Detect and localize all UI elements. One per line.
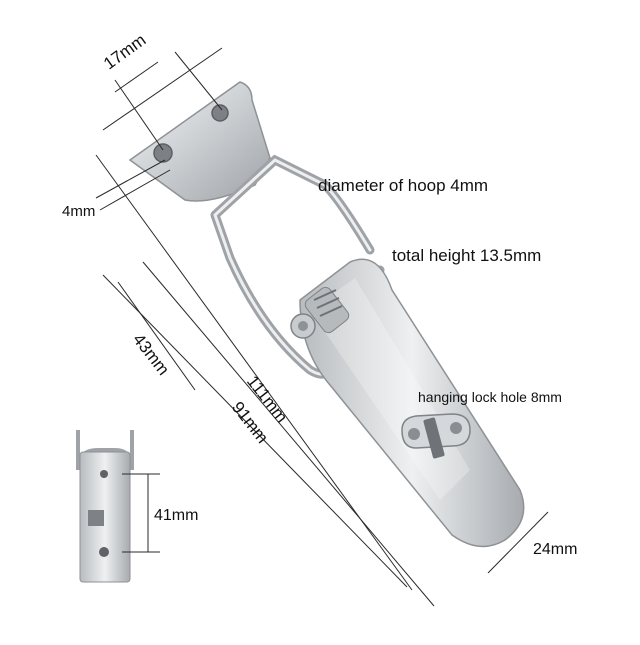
- dimension-label-hole-diameter: 4mm: [62, 203, 96, 220]
- mount-hole: [153, 143, 173, 163]
- mount-hole: [211, 104, 229, 122]
- padlock-tab: [401, 413, 471, 459]
- catch-plate: [128, 81, 271, 202]
- dimension-label-width: 24mm: [533, 541, 578, 558]
- dimension-lines: [95, 47, 549, 607]
- annotation-total-height: total height 13.5mm: [392, 246, 542, 265]
- annotation-lock-hole: hanging lock hole 8mm: [418, 389, 562, 405]
- thumbnail-inset: [76, 430, 160, 583]
- dimension-label-thumbnail: 41mm: [154, 507, 199, 524]
- annotation-hoop-diameter: diameter of hoop 4mm: [318, 176, 489, 195]
- spring-coil: [304, 286, 350, 334]
- latch-lever: [290, 258, 525, 548]
